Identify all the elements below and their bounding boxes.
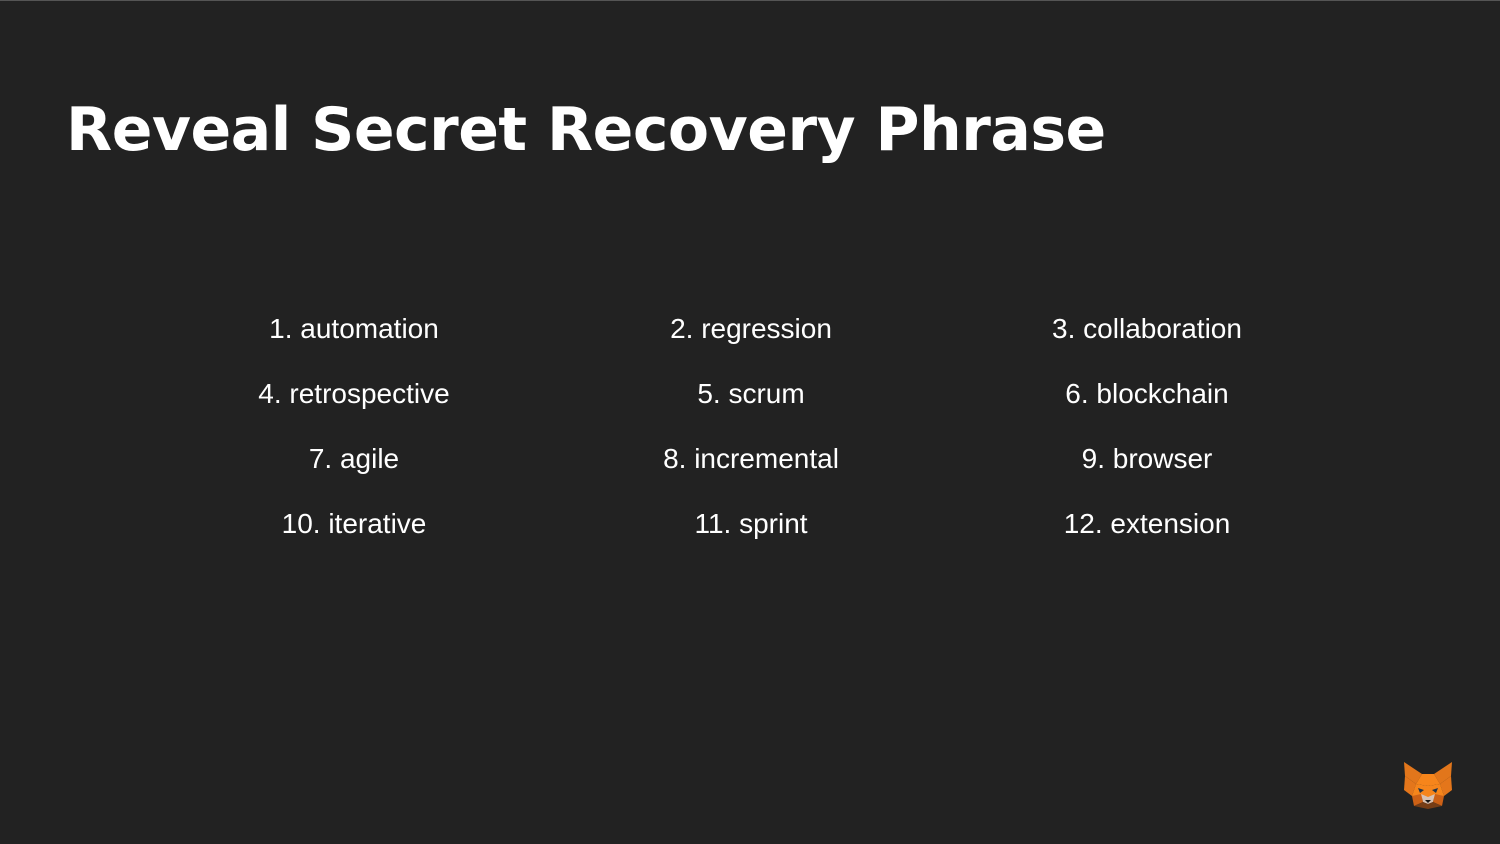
fox-left-eye <box>1418 788 1424 793</box>
fox-right-jaw <box>1433 794 1444 806</box>
phrase-word-10: 10. iterative <box>281 508 427 539</box>
page-title: Reveal Secret Recovery Phrase <box>66 95 1106 165</box>
fox-nose <box>1425 800 1431 803</box>
metamask-fox-icon <box>1404 762 1452 809</box>
phrase-word-4: 4. retrospective <box>258 378 450 409</box>
fox-forehead <box>1416 774 1440 786</box>
phrase-word-8: 8. incremental <box>663 443 839 474</box>
fox-left-jaw <box>1412 794 1423 806</box>
phrase-word-2: 2. regression <box>670 313 832 344</box>
phrase-word-6: 6. blockchain <box>1065 378 1229 409</box>
fox-left-cheek <box>1404 776 1416 796</box>
phrase-word-3: 3. collaboration <box>1052 313 1242 344</box>
recovery-phrase-grid: 1. automation 2. regression 3. collabora… <box>155 300 1345 560</box>
fox-chin <box>1414 802 1442 809</box>
fox-right-ear <box>1434 762 1452 784</box>
top-divider <box>0 0 1500 1</box>
phrase-word-1: 1. automation <box>269 313 439 344</box>
fox-muzzle <box>1421 794 1435 804</box>
phrase-word-5: 5. scrum <box>697 378 805 409</box>
fox-right-eye <box>1432 788 1438 793</box>
phrase-word-9: 9. browser <box>1081 443 1213 474</box>
phrase-word-7: 7. agile <box>308 443 400 474</box>
phrase-word-12: 12. extension <box>1063 508 1231 539</box>
phrase-word-11: 11. sprint <box>694 508 808 539</box>
fox-right-cheek <box>1440 776 1452 796</box>
fox-left-ear <box>1404 762 1422 784</box>
